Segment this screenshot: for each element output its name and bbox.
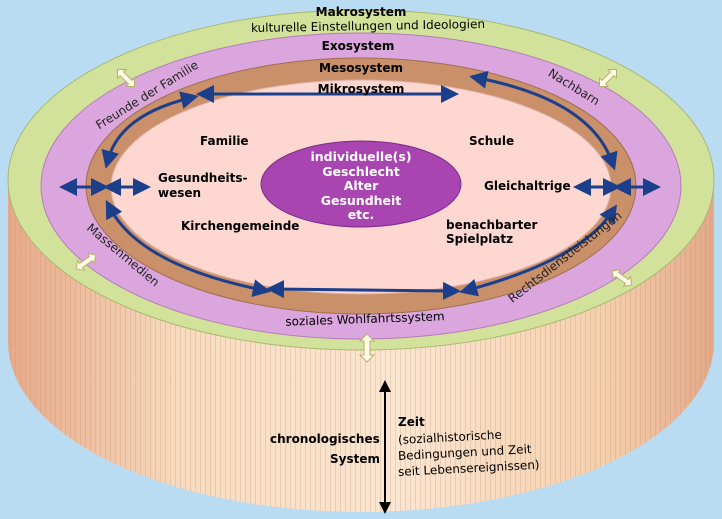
individual-core xyxy=(260,140,462,228)
exo-arrow-top-left xyxy=(117,69,135,87)
chrono-line-1: chronologisches xyxy=(270,432,380,446)
mikro-item-gesundheits: Gesundheits- xyxy=(158,171,248,185)
exo-arrow-bottom xyxy=(358,333,376,363)
chrono-line-2: System xyxy=(330,452,380,466)
individual-core-text: individuelle(s) Geschlecht Alter Gesundh… xyxy=(310,149,412,223)
exo-arrow-bottom-left xyxy=(75,252,97,272)
mikro-item-familie: Familie xyxy=(200,134,249,148)
zeit-title: Zeit xyxy=(398,415,425,429)
meso-arrows xyxy=(59,70,661,300)
exosystem-title: Exosystem xyxy=(321,39,395,53)
mikro-item-benachbarter: benachbarter xyxy=(446,218,538,232)
individual-line: etc. xyxy=(347,207,375,222)
mikro-item-spielplatz: Spielplatz xyxy=(446,232,514,246)
meso-arrow-bottom-right xyxy=(459,204,617,297)
chronosystem-cylinder xyxy=(8,180,714,512)
meso-arrow-bottom xyxy=(266,280,461,300)
mikro-item-gleichaltrige: Gleichaltrige xyxy=(484,179,571,193)
meso-arrow-top-right xyxy=(469,70,618,171)
mikro-item-kirchengemeinde: Kirchengemeinde xyxy=(181,219,300,233)
makrosystem-title: Makrosystem xyxy=(315,5,407,19)
mikrosystem-title: Mikrosystem xyxy=(317,82,405,96)
exo-arrows xyxy=(75,69,633,363)
mikro-item-wesen: wesen xyxy=(158,186,202,200)
individual-line: Geschlecht xyxy=(322,163,400,179)
mikro-item-schule: Schule xyxy=(469,134,515,148)
meso-arrow-bottom-left xyxy=(105,200,271,298)
exo-arrow-bottom-right xyxy=(611,268,633,288)
meso-arrow-top-left xyxy=(101,91,199,169)
mesosystem-title: Mesosystem xyxy=(319,61,403,75)
individual-line: individuelle(s) xyxy=(310,149,412,164)
individual-line: Alter xyxy=(343,178,379,193)
individual-line: Gesundheit xyxy=(320,192,402,208)
exo-arrow-top-right xyxy=(599,69,617,87)
